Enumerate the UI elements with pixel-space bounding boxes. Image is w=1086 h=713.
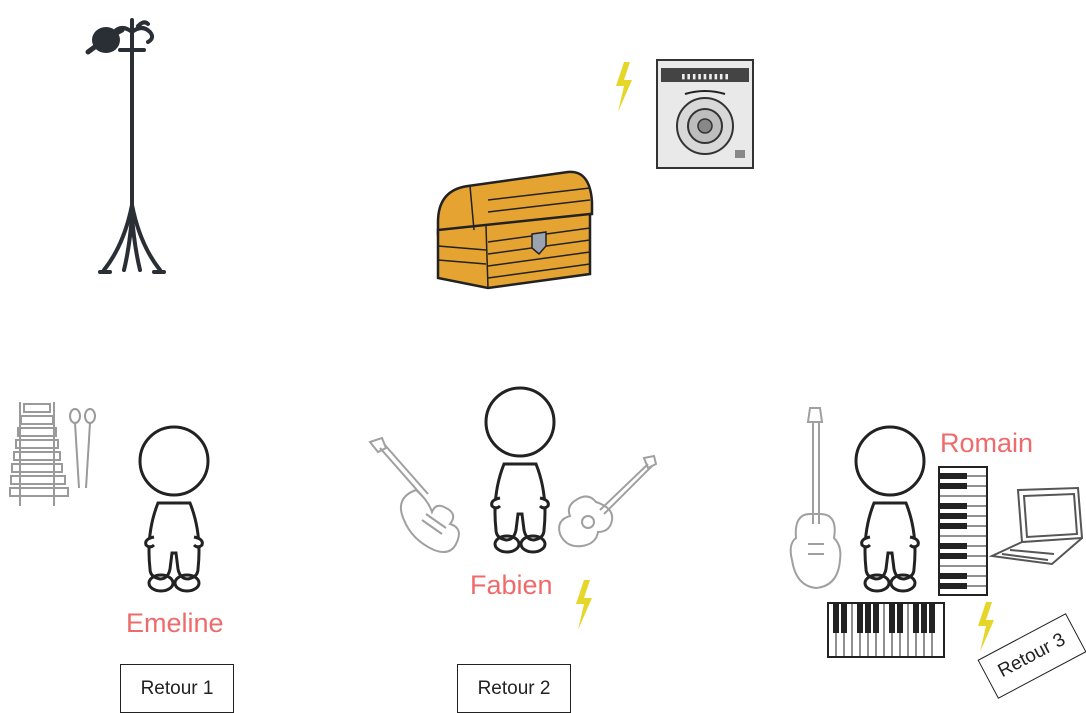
treasure-chest-icon bbox=[430, 170, 595, 292]
monitor-1-label: Retour 1 bbox=[120, 664, 234, 713]
lightning-icon bbox=[974, 602, 998, 652]
musician-name-fabien: Fabien bbox=[470, 570, 553, 601]
keyboard-icon bbox=[827, 602, 945, 658]
musician-name-romain: Romain bbox=[940, 428, 1033, 459]
musician-name-emeline: Emeline bbox=[126, 608, 224, 639]
lightning-icon bbox=[572, 580, 596, 630]
coat-rack-icon bbox=[80, 10, 180, 280]
monitor-2-label: Retour 2 bbox=[457, 664, 571, 713]
person-icon bbox=[132, 425, 216, 595]
person-icon bbox=[478, 386, 562, 556]
lightning-icon bbox=[612, 62, 636, 112]
bass-guitar-icon bbox=[790, 404, 842, 594]
acoustic-guitar-icon bbox=[556, 454, 660, 552]
keyboard-icon bbox=[938, 466, 988, 596]
person-icon bbox=[848, 425, 932, 595]
laptop-icon bbox=[988, 486, 1084, 568]
mallets-icon bbox=[68, 408, 98, 492]
electric-guitar-icon bbox=[366, 434, 476, 554]
svg-text:▮▮▮▮▮▮▮▮▮: ▮▮▮▮▮▮▮▮▮ bbox=[681, 72, 730, 82]
amplifier-icon: ▮▮▮▮▮▮▮▮▮ bbox=[655, 58, 755, 170]
xylophone-icon bbox=[10, 398, 72, 510]
